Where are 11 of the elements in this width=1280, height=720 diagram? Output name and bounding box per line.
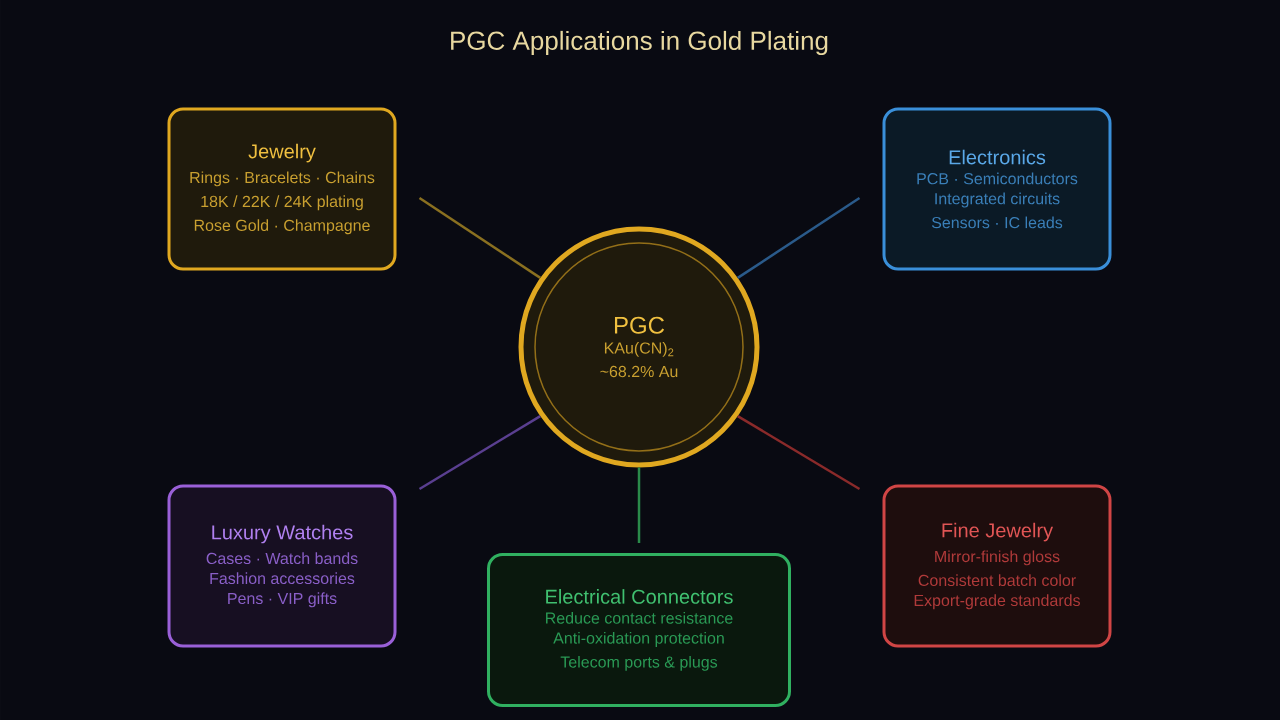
category-box: Luxury Watches Cases · Watch bands Fashion accessories Pens · VIP gifts: [167, 484, 397, 648]
connector-line: [737, 415, 861, 491]
category-box: Electrical Connectors Reduce contact resistance Anti-oxidation protection Telecom ports & plugs: [487, 553, 791, 707]
connector-line: [418, 415, 541, 491]
category-box: Electronics PCB · Semiconductors Integrated circuits Sensors · IC leads: [882, 107, 1112, 271]
category-box: Fine Jewelry Mirror-finish gloss Consistent batch color Export-grade standards: [882, 484, 1112, 648]
title: PGC Applications in Gold Plating: [451, 30, 828, 56]
category-box: Jewelry Rings · Bracelets · Chains 18K / 22K / 24K plating Rose Gold · Champagne: [167, 107, 397, 271]
connector-line: [418, 196, 541, 279]
connector-line: [737, 196, 861, 279]
connector-line: [637, 467, 641, 543]
